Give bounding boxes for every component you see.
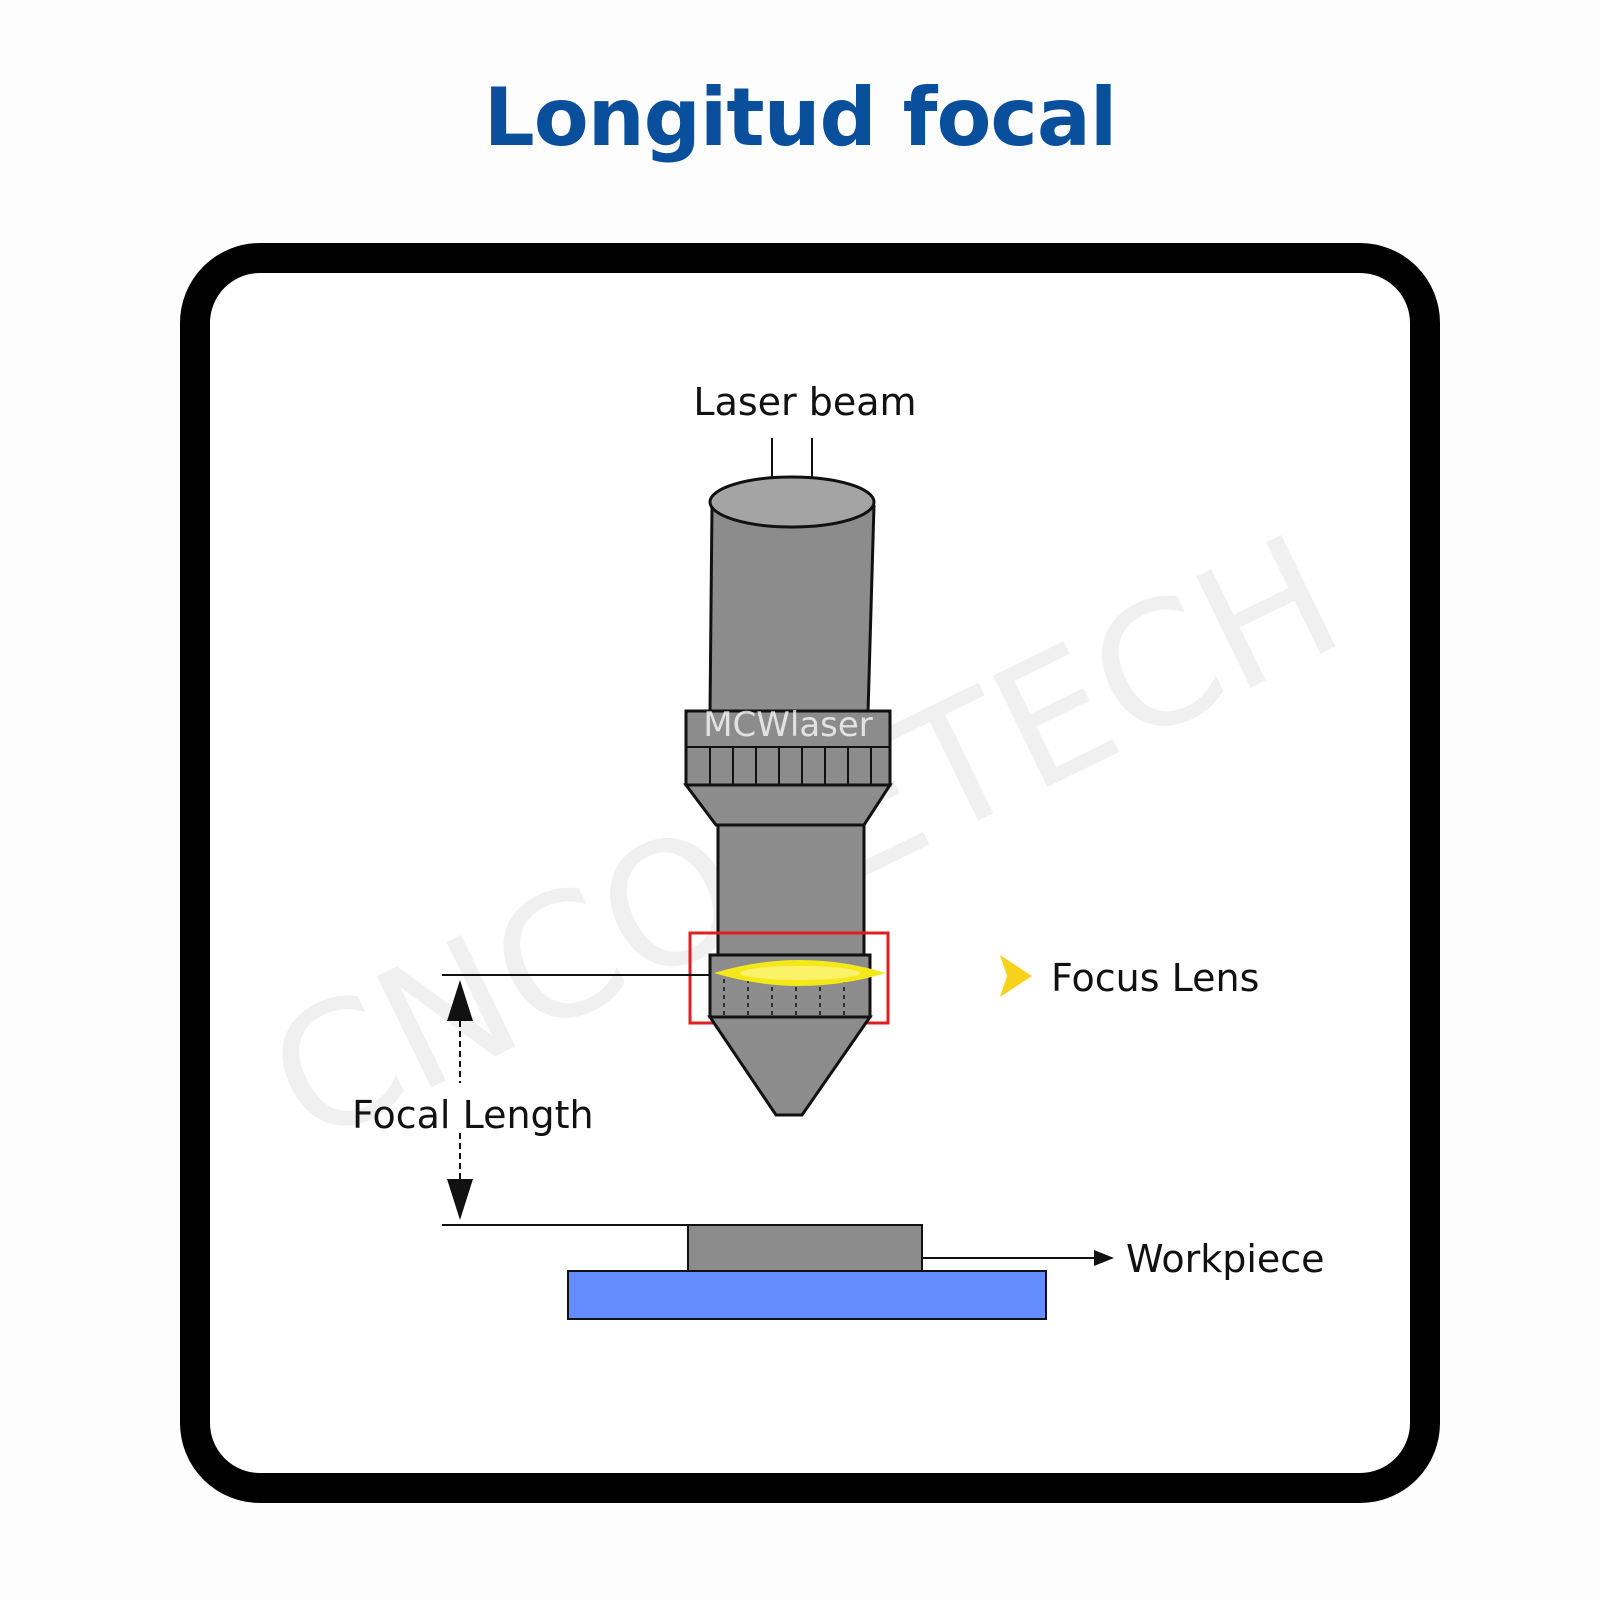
taper-section [683, 783, 893, 827]
diagram-frame: CNCOLETECH Laser beam MCWlaser [180, 243, 1440, 1503]
focus-lens-glow [740, 966, 860, 980]
knurled-ring [684, 709, 892, 787]
laser-beam-label: Laser beam [693, 380, 916, 424]
workpiece-label: Workpiece [1126, 1237, 1325, 1281]
workpiece [687, 1224, 923, 1272]
mcw-watermark: MCWlaser [703, 705, 873, 745]
page-title: Longitud focal [483, 71, 1117, 164]
nozzle-cone [707, 1015, 873, 1117]
upper-tube [708, 475, 876, 715]
laser-head-diagram: CNCOLETECH Laser beam MCWlaser [241, 380, 1369, 1320]
arrow-up-icon [447, 980, 473, 1021]
middle-tube [716, 823, 866, 957]
tube-top [708, 475, 876, 529]
focal-length-label: Focal Length [352, 1093, 594, 1137]
base-plate [567, 1270, 1047, 1320]
pointer-arrow-icon [1000, 955, 1032, 997]
focus-lens-label: Focus Lens [1051, 956, 1259, 1000]
arrow-down-icon [447, 1179, 473, 1220]
